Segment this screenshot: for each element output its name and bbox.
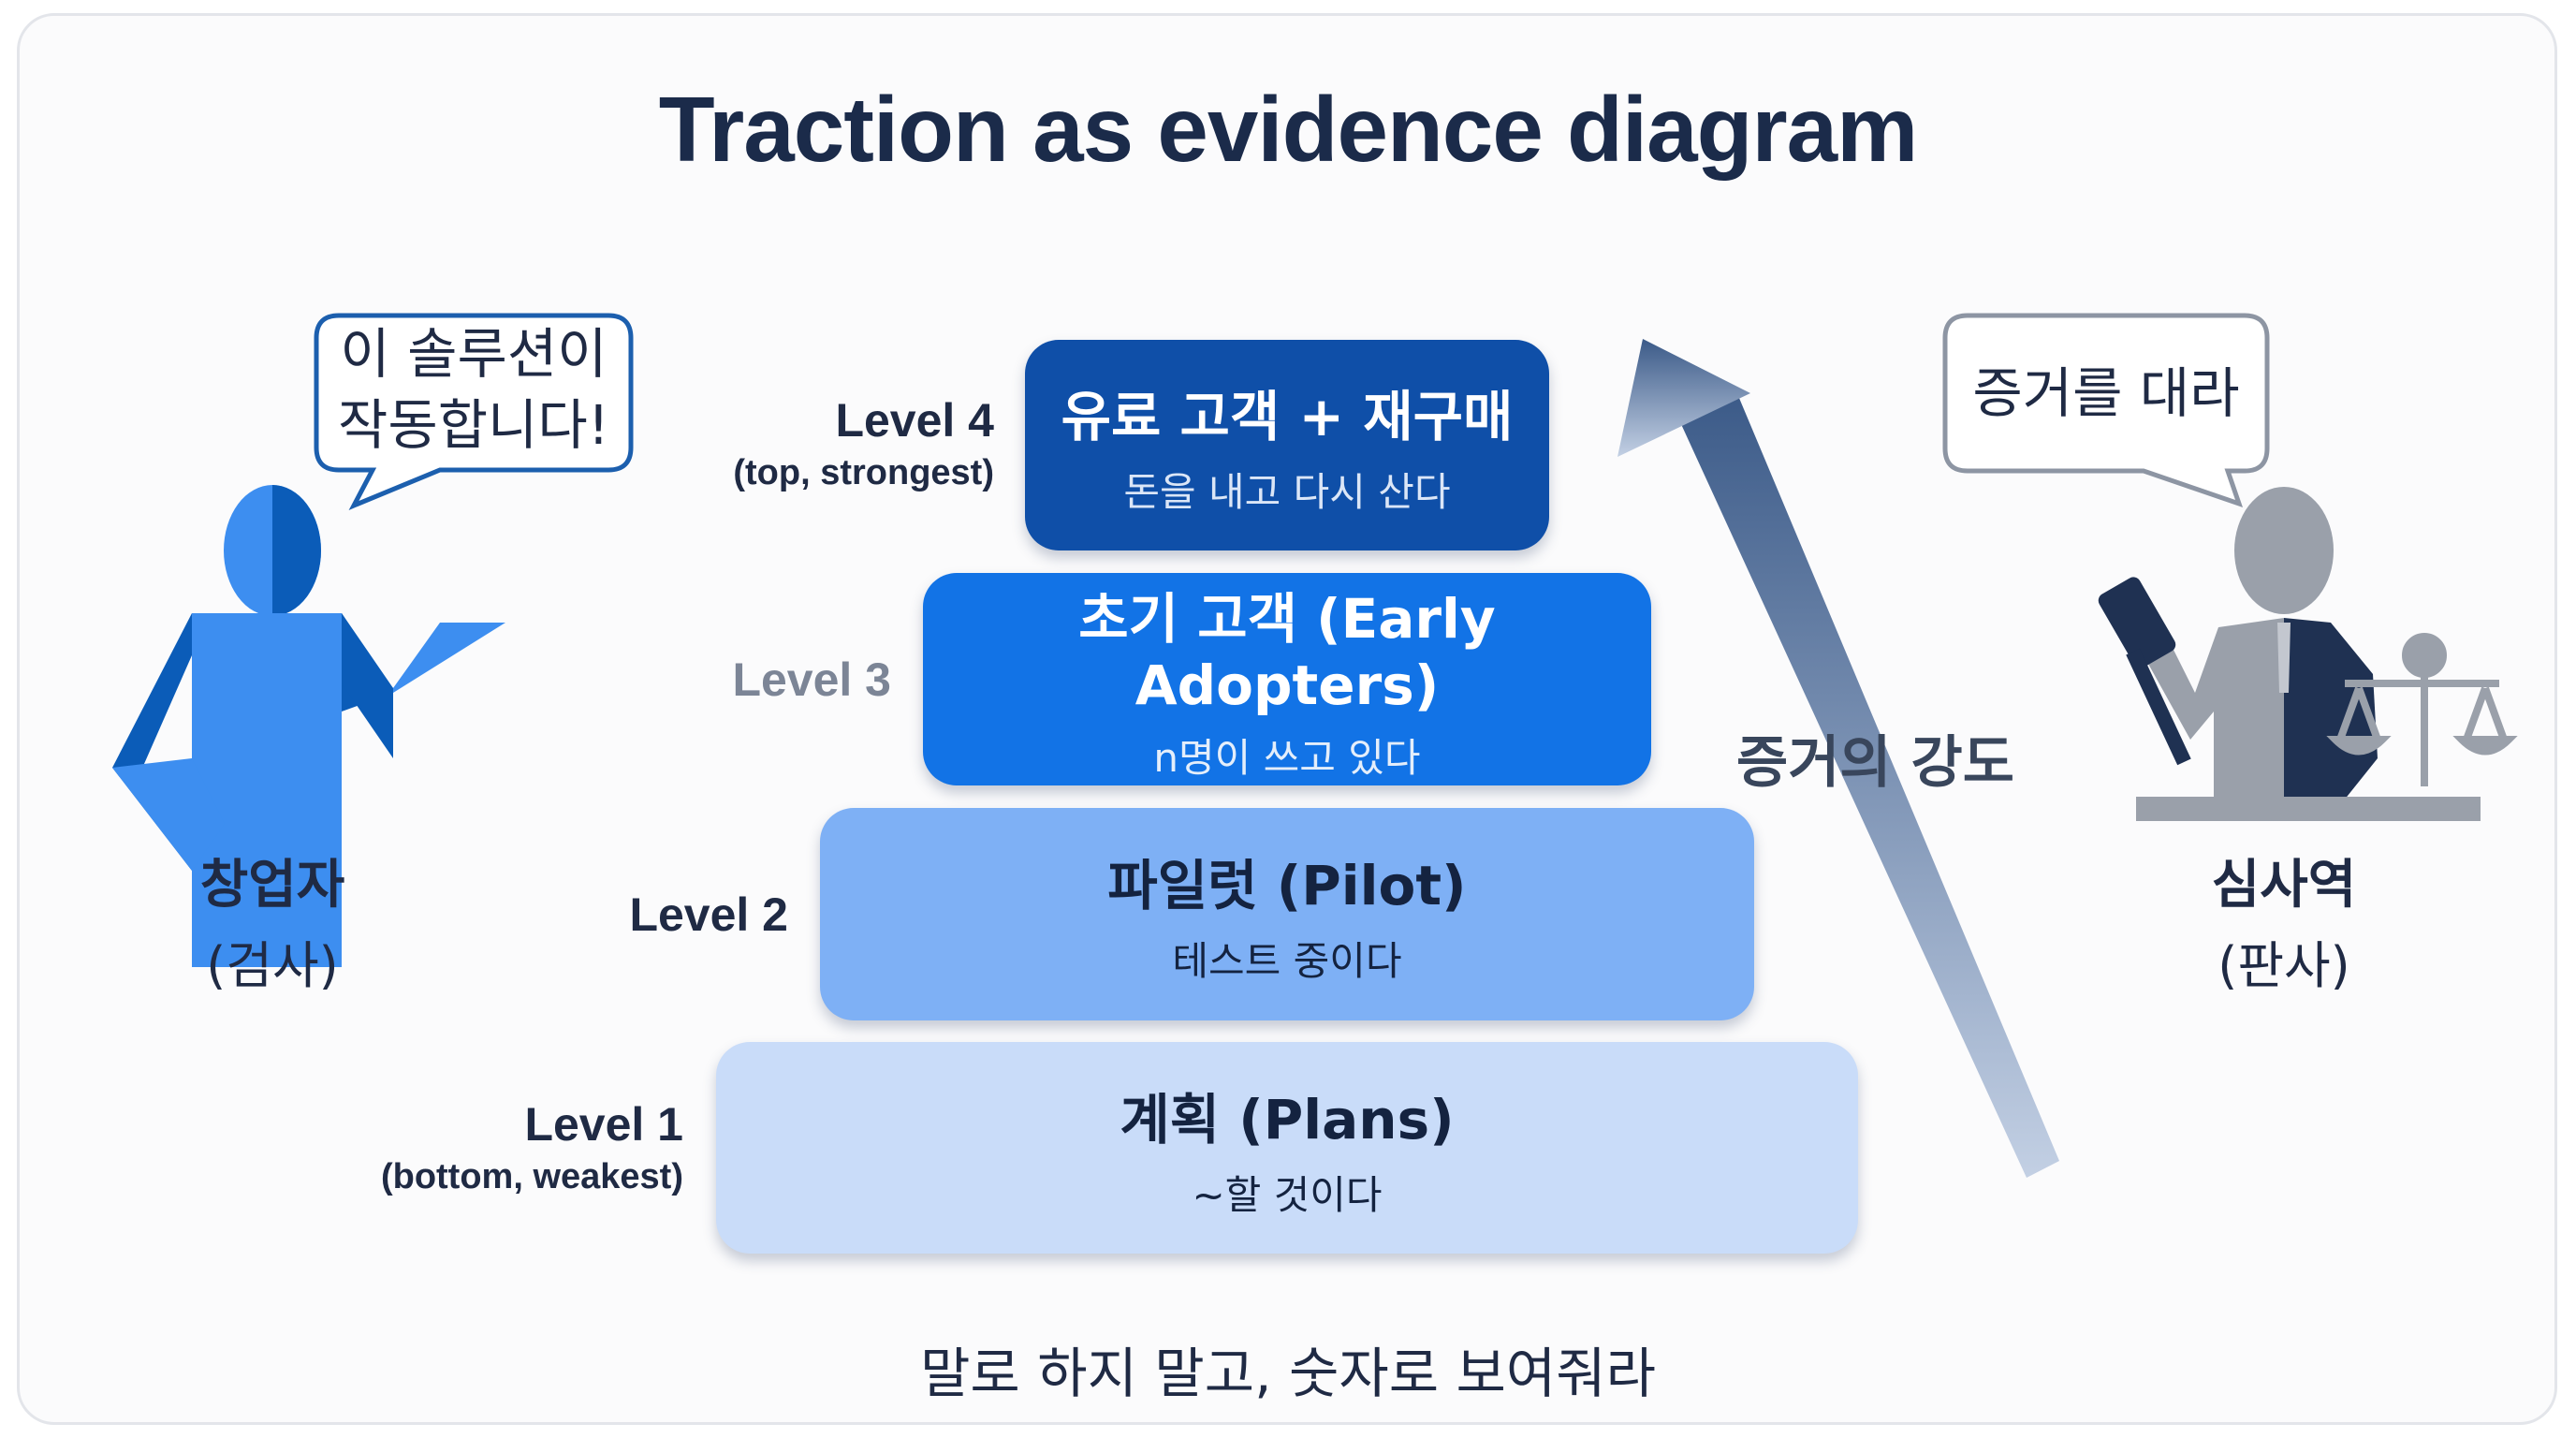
founder-label: 창업자 (검사) xyxy=(199,855,345,995)
level-1-title: 계획 (Plans) xyxy=(1120,1087,1455,1152)
level-4-label: Level 4 (top, strongest) xyxy=(733,394,994,492)
level-4-box: 유료 고객 + 재구매 돈을 내고 다시 산다 xyxy=(1025,340,1549,550)
level-4-desc: 돈을 내고 다시 산다 xyxy=(1123,469,1451,515)
arrow-shaft xyxy=(1676,391,2059,1178)
level-4-title: 유료 고객 + 재구매 xyxy=(1061,385,1514,448)
judge-speech-text: 증거를 대라 xyxy=(1972,361,2240,425)
founder-figure xyxy=(112,313,634,967)
level-3-title: 초기 고객 (Early Adopters) xyxy=(1078,587,1496,717)
level-1-box: 계획 (Plans) ~할 것이다 xyxy=(716,1042,1858,1254)
level-2-title: 파일럿 (Pilot) xyxy=(1107,854,1467,917)
arrow-label: 증거의 강도 xyxy=(1736,730,2014,796)
level-3-label: Level 3 xyxy=(732,653,891,706)
level-3-box: 초기 고객 (Early Adopters) n명이 쓰고 있다 xyxy=(923,573,1651,785)
level-1-label: Level 1 (bottom, weakest) xyxy=(380,1098,683,1196)
footer-caption: 말로 하지 말고, 숫자로 보여줘라 xyxy=(920,1342,1656,1405)
judge-label: 심사역 (판사) xyxy=(2211,855,2357,995)
diagram-title: Traction as evidence diagram xyxy=(658,78,1919,181)
arrow-head xyxy=(1617,339,1750,457)
founder-speech-text: 이 솔루션이 작동합니다! xyxy=(337,322,610,457)
level-2-box: 파일럿 (Pilot) 테스트 중이다 xyxy=(820,808,1754,1020)
level-1-desc: ~할 것이다 xyxy=(1192,1171,1383,1218)
level-3-desc: n명이 쓰고 있다 xyxy=(1153,735,1421,781)
level-2-label: Level 2 xyxy=(629,888,788,941)
level-2-desc: 테스트 중이다 xyxy=(1172,938,1402,984)
founder-speech-bubble xyxy=(314,313,634,510)
